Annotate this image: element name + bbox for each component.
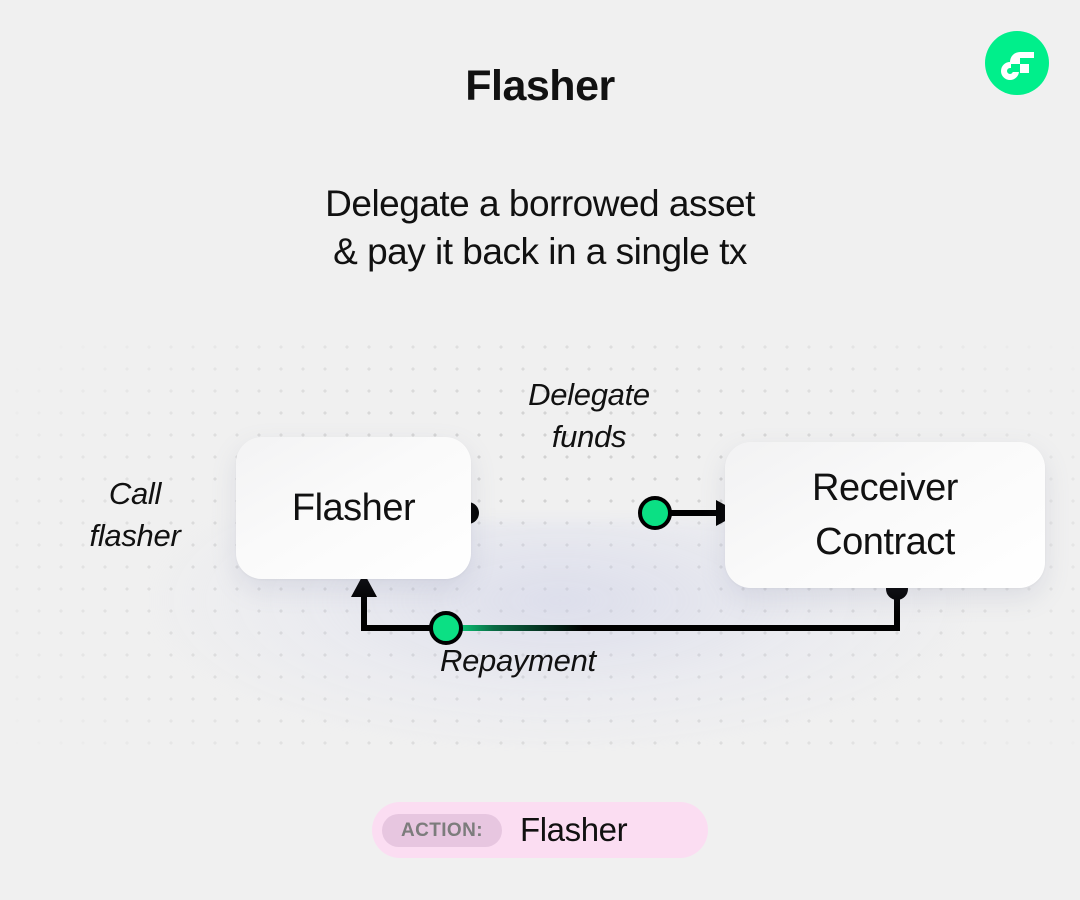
flow-logo-icon [985, 31, 1049, 95]
node-flasher[interactable]: Flasher [236, 437, 471, 579]
edge-delegate-flow-dot-icon [638, 496, 672, 530]
action-badge[interactable]: ACTION: Flasher [372, 802, 708, 858]
action-badge-value: Flasher [519, 811, 628, 848]
edge-repayment-line-b [361, 597, 446, 631]
edge-label-delegate-funds: Delegate funds [474, 374, 704, 458]
edge-label-call-line-2: flasher [89, 518, 181, 553]
edge-label-repayment-line-1: Repayment [440, 643, 596, 678]
edge-repayment-line-a [449, 589, 900, 631]
edge-delegate-funds [457, 496, 740, 530]
edge-label-delegate-line-1: Delegate [528, 377, 650, 412]
page-subtitle: Delegate a borrowed asset & pay it back … [0, 180, 1080, 276]
node-flasher-label: Flasher [291, 486, 416, 529]
node-receiver-label-line-2: Contract [815, 521, 955, 563]
subtitle-line-1: Delegate a borrowed asset [325, 183, 755, 224]
subtitle-line-2: & pay it back in a single tx [333, 231, 747, 272]
edge-label-repayment: Repayment [440, 640, 760, 682]
edge-repayment-flow-dot-icon [429, 611, 463, 645]
action-badge-tag: ACTION: [382, 813, 502, 847]
node-receiver-contract[interactable]: Receiver Contract [725, 442, 1045, 588]
edge-label-call-flasher: Call flasher [35, 473, 235, 557]
node-receiver-contract-label: Receiver Contract [812, 461, 958, 569]
edge-label-delegate-line-2: funds [551, 419, 627, 454]
node-receiver-label-line-1: Receiver [812, 467, 958, 509]
edge-label-call-line-1: Call [108, 476, 162, 511]
page-title: Flasher [465, 62, 615, 110]
edge-repayment-arrow-icon [351, 573, 377, 597]
